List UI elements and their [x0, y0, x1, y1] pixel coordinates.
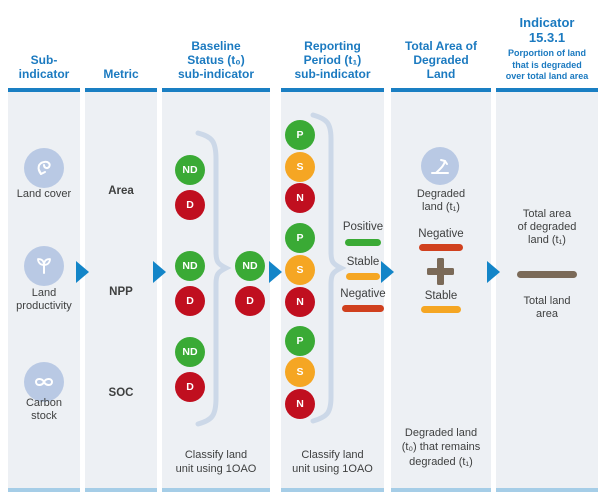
column-header-label: Total Area of Degraded Land — [404, 39, 477, 82]
legend-positive-label: Positive — [342, 221, 384, 233]
legend-stable-label: Stable — [346, 256, 380, 268]
column-footer-bar — [391, 488, 491, 492]
column-header-label: Baseline Status (t₀) sub-indicator — [177, 39, 254, 82]
status-circle-p: P — [285, 120, 315, 150]
header-divider-bar — [391, 88, 491, 92]
indicator-subtitle: Porportion of land that is degraded over… — [505, 47, 589, 82]
status-circle-nd: ND — [175, 337, 205, 367]
column-body: Land cover Land productivity Carbon stoc… — [8, 92, 80, 488]
curved-arrow-glyph — [37, 160, 51, 175]
column-baseline-status: Baseline Status (t₀) sub-indicator ND D … — [162, 0, 270, 492]
column-body: Total area of degraded land (t₁) Total l… — [496, 92, 598, 488]
fraction-numerator: Total area of degraded land (t₁) — [517, 208, 577, 246]
flow-arrow — [76, 261, 89, 283]
flow-arrow — [487, 261, 500, 283]
flow-arrow — [153, 261, 166, 283]
legend-negative-label: Negative — [340, 288, 386, 300]
status-circle-n: N — [285, 183, 315, 213]
fraction-denominator: Total land area — [523, 295, 571, 320]
sub-indicator-label: Carbon stock — [25, 397, 63, 422]
curly-brace-icon — [310, 112, 347, 424]
stable-term-label: Stable — [424, 290, 458, 302]
column-header-label: Sub- indicator — [18, 53, 70, 82]
header-divider-bar — [162, 88, 270, 92]
column-reporting-period: Reporting Period (t₁) sub-indicator P S … — [281, 0, 386, 492]
classify-note: Classify land unit using 1OAO — [292, 449, 373, 476]
status-circle-p: P — [285, 326, 315, 356]
column-footer-bar — [281, 488, 384, 492]
metric-label: SOC — [108, 387, 134, 399]
column-footer-bar — [162, 488, 270, 492]
column-total-degraded-area: Total Area of Degraded Land Degraded lan… — [391, 0, 491, 492]
result-circle-nd: ND — [235, 251, 265, 281]
column-body: P S N P S N P S N Positive Stable Negati… — [281, 92, 386, 488]
column-header: Indicator 15.3.1 Porportion of land that… — [496, 0, 598, 86]
column-footer-bar — [496, 488, 598, 492]
land-cover-icon — [24, 148, 64, 188]
carbon-stock-icon — [24, 362, 64, 402]
column-footer-bar — [8, 488, 80, 492]
sprout-glyph — [37, 258, 51, 274]
column-body: Area NPP SOC — [85, 92, 157, 488]
remains-degraded-note: Degraded land (t₀) that remains degraded… — [401, 427, 481, 468]
status-circle-d: D — [175, 286, 205, 316]
metric-label: NPP — [109, 286, 133, 298]
column-footer-bar — [85, 488, 157, 492]
sub-indicator-label: Land productivity — [16, 287, 72, 312]
column-header-label: Reporting Period (t₁) sub-indicator — [294, 39, 371, 82]
classify-note: Classify land unit using 1OAO — [175, 449, 257, 476]
degraded-land-icon — [421, 147, 459, 185]
fraction-bar — [517, 271, 577, 278]
flow-arrow — [381, 261, 394, 283]
column-body: ND D ND D ND D ND D Classify land unit u… — [162, 92, 270, 488]
legend-positive-bar — [345, 239, 381, 246]
sub-indicator-label: Land cover — [16, 188, 72, 200]
header-divider-bar — [281, 88, 384, 92]
status-circle-nd: ND — [175, 251, 205, 281]
status-circle-p: P — [285, 223, 315, 253]
column-header: Reporting Period (t₁) sub-indicator — [281, 0, 384, 86]
degraded-land-label: Degraded land (t₁) — [416, 188, 466, 213]
wilted-plant-glyph — [431, 159, 449, 174]
infinity-glyph — [35, 378, 53, 386]
negative-term-label: Negative — [418, 228, 464, 240]
column-metric: Metric Area NPP SOC — [85, 0, 157, 492]
status-circle-d: D — [175, 372, 205, 402]
metric-label: Area — [108, 185, 134, 197]
plus-icon — [427, 258, 454, 285]
status-circle-d: D — [175, 190, 205, 220]
column-header-label: Metric — [103, 67, 139, 82]
land-productivity-icon — [24, 246, 64, 286]
column-header: Metric — [85, 0, 157, 86]
column-indicator-1531: Indicator 15.3.1 Porportion of land that… — [496, 0, 598, 492]
column-sub-indicator: Sub- indicator Land cover Land productiv… — [8, 0, 80, 492]
header-divider-bar — [496, 88, 598, 92]
header-divider-bar — [8, 88, 80, 92]
column-header: Sub- indicator — [8, 0, 80, 86]
flow-arrow — [269, 261, 282, 283]
status-circle-s: S — [285, 255, 315, 285]
curly-brace-icon — [195, 130, 232, 427]
result-circle-d: D — [235, 286, 265, 316]
column-body: Degraded land (t₁) Negative Stable Degra… — [391, 92, 491, 488]
header-divider-bar — [85, 88, 157, 92]
status-circle-n: N — [285, 287, 315, 317]
status-circle-n: N — [285, 389, 315, 419]
indicator-title: Indicator 15.3.1 — [519, 15, 575, 45]
legend-negative-bar — [342, 305, 384, 312]
legend-stable-bar — [346, 273, 380, 280]
column-header: Baseline Status (t₀) sub-indicator — [162, 0, 270, 86]
negative-term-bar — [419, 244, 463, 251]
column-header: Total Area of Degraded Land — [391, 0, 491, 86]
stable-term-bar — [421, 306, 461, 313]
status-circle-nd: ND — [175, 155, 205, 185]
status-circle-s: S — [285, 357, 315, 387]
status-circle-s: S — [285, 152, 315, 182]
